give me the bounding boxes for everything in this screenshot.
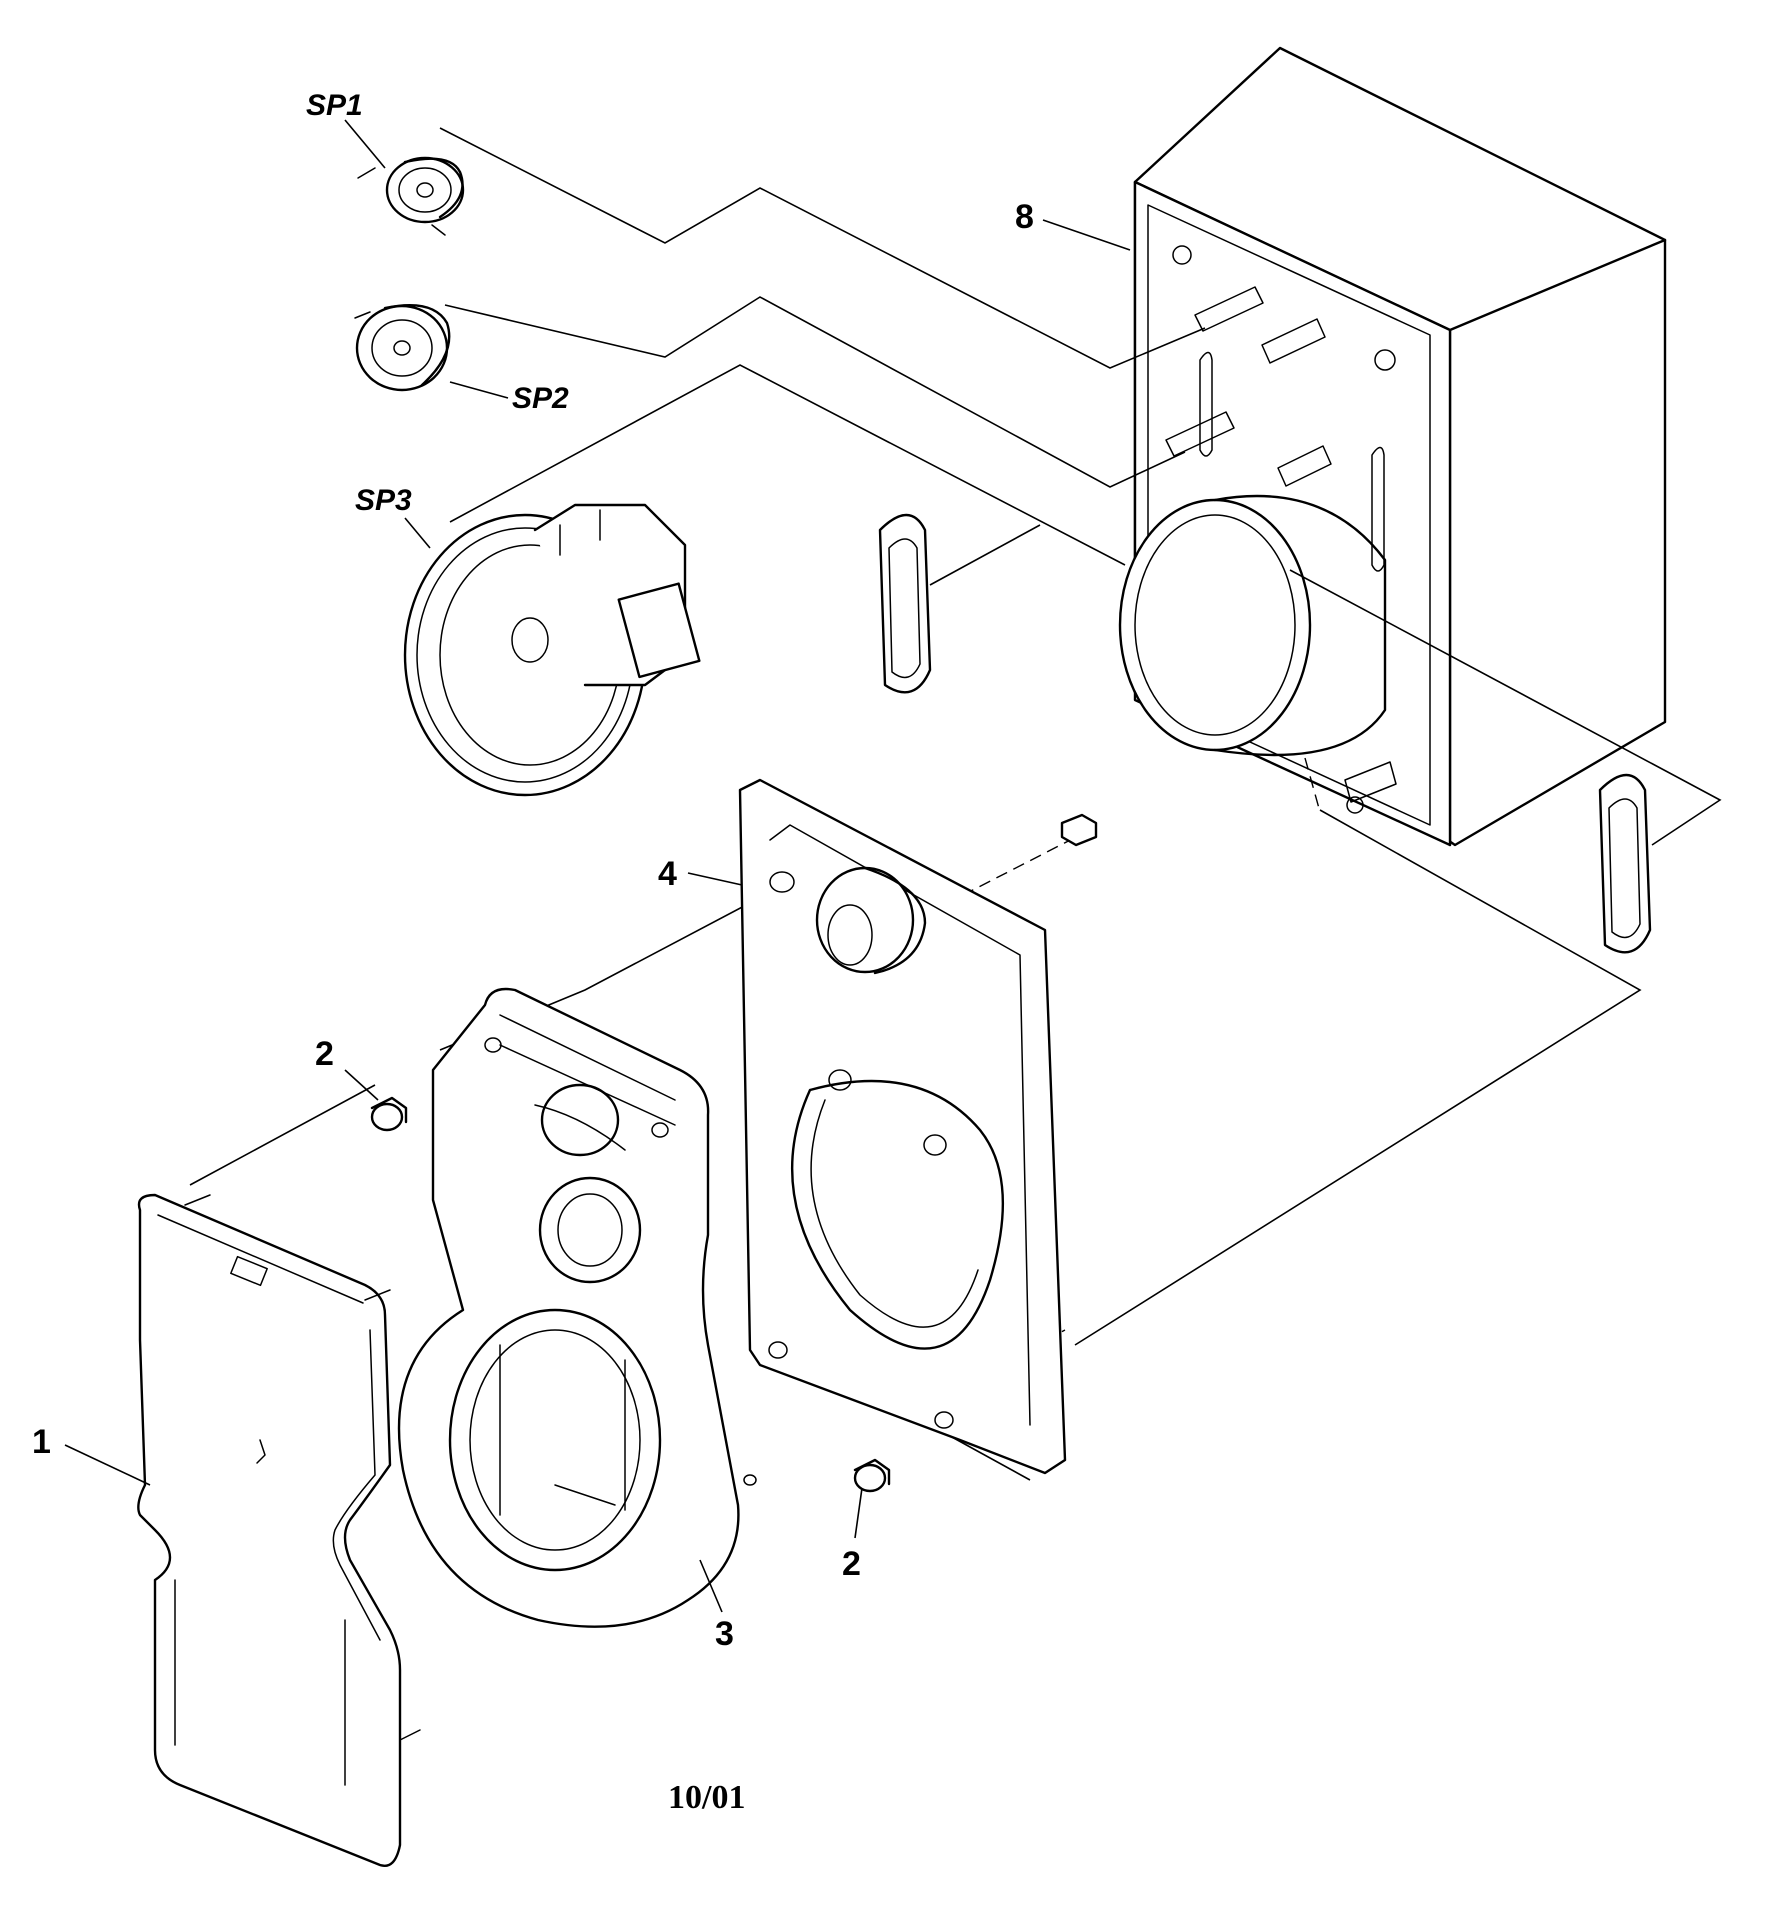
slot-gasket-upper [878, 513, 932, 694]
callout-2-lower-label: 2 [842, 1545, 861, 1583]
callout-sp1-label: SP1 [306, 89, 363, 122]
screw-lower [853, 1458, 891, 1493]
callout-2-upper-label: 2 [315, 1035, 334, 1073]
front-baffle [397, 987, 757, 1628]
callout-sp2-label: SP2 [512, 382, 569, 415]
slot-gasket-lower [1598, 773, 1652, 954]
callout-1-label: 1 [32, 1423, 51, 1461]
callout-2-lower: 2 [842, 1487, 863, 1583]
front-grille [137, 1193, 421, 1867]
speaker-cabinet [1118, 46, 1667, 847]
woofer-sp3 [403, 503, 701, 797]
inner-baffle-frame [738, 778, 1067, 1475]
callout-sp1: SP1 [306, 89, 386, 169]
revision-date: 10/01 [668, 1779, 745, 1816]
callout-sp3-label: SP3 [355, 484, 412, 517]
callout-3-label: 3 [715, 1615, 734, 1653]
callout-4-label: 4 [658, 855, 677, 893]
callout-sp2: SP2 [449, 381, 569, 415]
callout-8-label: 8 [1015, 198, 1034, 236]
small-cap [1060, 813, 1098, 847]
callout-2-upper: 2 [315, 1035, 379, 1101]
screw-upper [370, 1096, 408, 1132]
callout-3: 3 [699, 1559, 734, 1653]
midrange-sp2 [354, 304, 451, 392]
tweeter-sp1 [357, 156, 465, 236]
callout-sp3: SP3 [355, 484, 431, 549]
callout-1: 1 [32, 1423, 151, 1486]
callout-8: 8 [1015, 198, 1131, 251]
callout-4: 4 [658, 855, 743, 893]
